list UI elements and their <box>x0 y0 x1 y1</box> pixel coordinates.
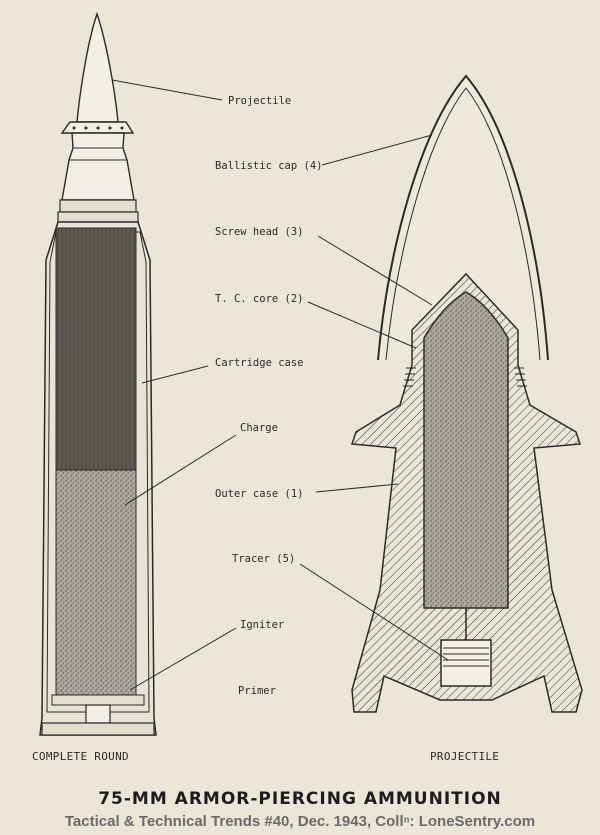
label-ballistic-cap: Ballistic cap (4) <box>215 160 322 172</box>
figure-credit: Tactical & Technical Trends #40, Dec. 19… <box>64 813 536 830</box>
propellant-upper <box>55 227 137 471</box>
label-screw-head: Screw head (3) <box>215 226 304 238</box>
diagram-figure: Projectile Ballistic cap (4) Screw head … <box>32 11 583 763</box>
tc-core <box>423 291 509 609</box>
label-cartridge-case: Cartridge case <box>215 357 304 369</box>
projectile-drawing <box>350 74 583 713</box>
ballistic-cap <box>377 74 549 361</box>
caption-projectile: PROJECTILE <box>430 750 499 763</box>
figure-title: 75-MM ARMOR-PIERCING AMMUNITION <box>98 789 502 809</box>
label-igniter: Igniter <box>240 619 284 631</box>
label-outer-case: Outer case (1) <box>215 488 304 500</box>
caption-complete-round: COMPLETE ROUND <box>32 750 129 763</box>
label-projectile: Projectile <box>228 95 291 107</box>
label-tracer: Tracer (5) <box>232 553 295 565</box>
tracer <box>440 639 492 687</box>
label-primer: Primer <box>238 685 276 697</box>
round-projectile-body <box>61 132 135 201</box>
label-tc-core: T. C. core (2) <box>215 293 304 305</box>
round-projectile-nose <box>76 11 119 123</box>
charge-fill <box>55 469 137 696</box>
label-charge: Charge <box>240 422 278 434</box>
complete-round-drawing <box>39 11 157 736</box>
primer-block <box>85 704 111 724</box>
